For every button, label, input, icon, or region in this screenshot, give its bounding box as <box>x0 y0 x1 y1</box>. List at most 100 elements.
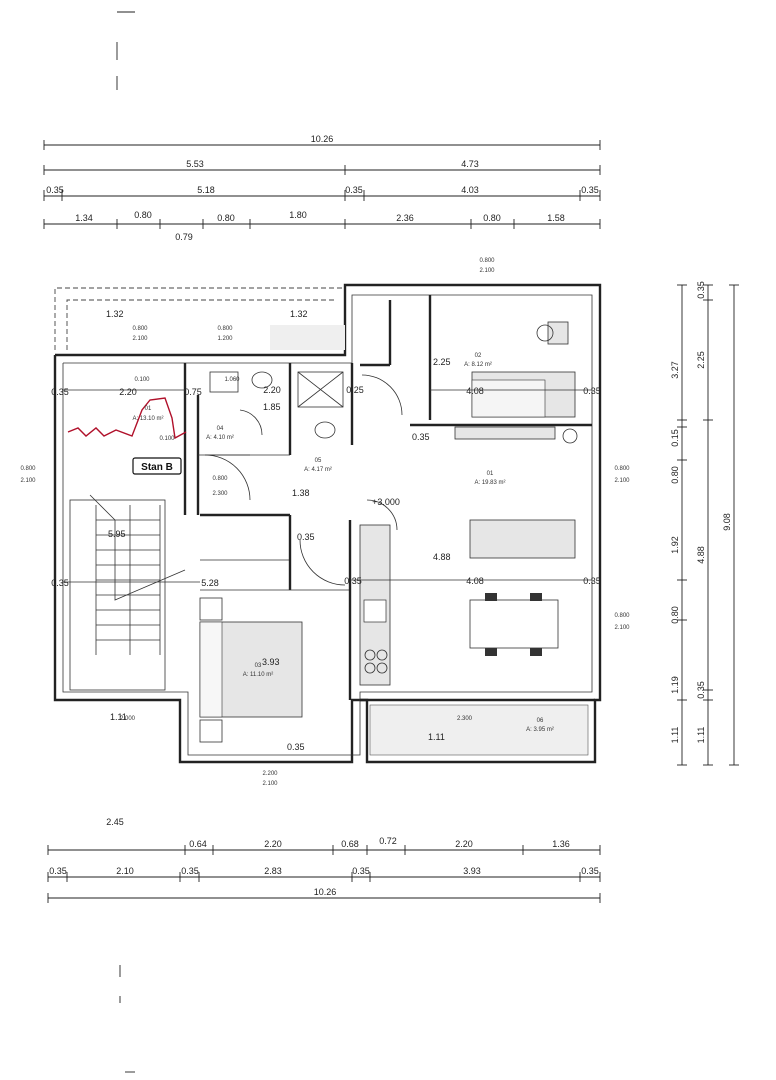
svg-text:1.32: 1.32 <box>290 309 308 319</box>
svg-text:1.11: 1.11 <box>670 727 680 744</box>
svg-text:4.88: 4.88 <box>696 546 706 564</box>
room-code: 04 <box>217 426 224 432</box>
right-dimension-chains: 3.27 0.15 0.80 1.92 0.80 1.19 1.11 0.35 … <box>670 281 739 766</box>
svg-text:3.93: 3.93 <box>262 657 280 667</box>
svg-text:0.79: 0.79 <box>175 232 193 242</box>
svg-text:1.80: 1.80 <box>289 210 307 220</box>
top-dimension-chains: 10.26 5.53 4.73 0.35 5.18 0.35 4.03 0.35… <box>43 134 601 242</box>
svg-text:1.58: 1.58 <box>547 213 565 223</box>
svg-text:1.34: 1.34 <box>75 213 93 223</box>
svg-text:5.28: 5.28 <box>201 578 219 588</box>
svg-text:1.11: 1.11 <box>110 712 127 722</box>
svg-text:2.100: 2.100 <box>262 781 278 787</box>
svg-text:2.100: 2.100 <box>132 336 148 342</box>
svg-text:4.08: 4.08 <box>466 576 484 586</box>
svg-text:0.800: 0.800 <box>614 466 630 472</box>
floor-level: +3.000 <box>372 497 400 507</box>
inner-dimensions: 2.20 0.35 0.75 2.20 0.25 4.08 0.35 4.08 … <box>51 309 601 752</box>
svg-text:0.80: 0.80 <box>670 466 680 484</box>
room-area: A: 8.12 m² <box>464 362 492 368</box>
building-walls <box>53 283 602 764</box>
svg-text:0.35: 0.35 <box>51 387 69 397</box>
bottom-dimension-chains: 2.45 0.64 2.20 0.68 0.72 2.20 1.36 0.35 … <box>47 817 601 903</box>
svg-text:2.100: 2.100 <box>614 625 630 631</box>
room-code: 05 <box>315 458 322 464</box>
room-area: A: 4.10 m² <box>206 435 234 441</box>
svg-text:3.93: 3.93 <box>463 866 481 876</box>
dining-table <box>469 599 559 649</box>
room-code: 03 <box>255 663 262 669</box>
svg-text:2.300: 2.300 <box>212 491 228 497</box>
svg-text:0.800: 0.800 <box>20 466 36 472</box>
svg-text:0.80: 0.80 <box>483 213 501 223</box>
svg-text:0.35: 0.35 <box>412 432 430 442</box>
svg-text:2.100: 2.100 <box>479 268 495 274</box>
svg-text:4.08: 4.08 <box>466 386 484 396</box>
svg-text:5.95: 5.95 <box>108 529 126 539</box>
room-code: 06 <box>537 718 544 724</box>
svg-text:0.35: 0.35 <box>181 866 199 876</box>
apartment-label-box <box>132 457 182 475</box>
svg-text:5.18: 5.18 <box>197 185 215 195</box>
svg-text:4.03: 4.03 <box>461 185 479 195</box>
svg-text:0.25: 0.25 <box>346 385 364 395</box>
room-code: 01 <box>487 471 494 477</box>
toilet-small <box>251 371 273 389</box>
svg-text:0.68: 0.68 <box>341 839 359 849</box>
room-area: A: 3.95 m² <box>526 727 554 733</box>
svg-text:0.35: 0.35 <box>583 386 601 396</box>
svg-text:4.88: 4.88 <box>433 552 451 562</box>
svg-text:0.35: 0.35 <box>583 576 601 586</box>
svg-text:0.35: 0.35 <box>46 185 64 195</box>
svg-text:2.100: 2.100 <box>20 478 36 484</box>
svg-text:2.45: 2.45 <box>106 817 124 827</box>
room-code: 02 <box>475 353 482 359</box>
svg-text:0.100: 0.100 <box>159 436 175 442</box>
red-annotation <box>67 397 187 440</box>
svg-text:0.35: 0.35 <box>51 578 69 588</box>
room-area: A: 11.10 m² <box>243 672 274 678</box>
svg-text:0.35: 0.35 <box>287 742 305 752</box>
svg-text:2.36: 2.36 <box>396 213 414 223</box>
svg-text:0.100: 0.100 <box>134 377 150 383</box>
room-area: A: 13.10 m² <box>132 416 163 422</box>
svg-text:0.800: 0.800 <box>212 476 228 482</box>
svg-text:0.35: 0.35 <box>297 532 315 542</box>
furniture <box>199 321 589 756</box>
svg-text:0.80: 0.80 <box>217 213 235 223</box>
sofa <box>469 519 576 559</box>
toilet <box>314 421 336 439</box>
svg-text:3.27: 3.27 <box>670 361 680 379</box>
svg-text:1.32: 1.32 <box>106 309 124 319</box>
svg-text:1.11: 1.11 <box>428 732 445 742</box>
svg-text:2.25: 2.25 <box>696 351 706 369</box>
svg-text:2.100: 2.100 <box>614 478 630 484</box>
room-labels: 01 A: 13.10 m² 02 A: 8.12 m² 01 A: 19.83… <box>132 353 553 733</box>
svg-text:2.200: 2.200 <box>262 771 278 777</box>
svg-text:0.35: 0.35 <box>696 281 706 299</box>
dim-top-total: 10.26 <box>311 134 334 144</box>
svg-text:2.25: 2.25 <box>433 357 451 367</box>
dim-bottom-total: 10.26 <box>314 887 337 897</box>
svg-text:0.64: 0.64 <box>189 839 207 849</box>
svg-text:1.92: 1.92 <box>670 536 680 554</box>
svg-text:2.10: 2.10 <box>116 866 134 876</box>
room-code: 01 <box>145 406 152 412</box>
openings: 0.800 2.100 0.800 2.100 0.800 2.100 0.80… <box>20 258 630 787</box>
svg-text:9.08: 9.08 <box>722 513 732 531</box>
svg-text:2.20: 2.20 <box>263 385 281 395</box>
door-swings <box>204 374 403 586</box>
svg-text:0.80: 0.80 <box>670 606 680 624</box>
svg-text:0.35: 0.35 <box>696 681 706 699</box>
svg-text:1.11: 1.11 <box>696 727 706 744</box>
svg-text:0.35: 0.35 <box>345 185 363 195</box>
svg-text:1.060: 1.060 <box>224 377 240 383</box>
svg-text:1.85: 1.85 <box>263 402 281 412</box>
balcony <box>369 704 589 756</box>
svg-text:0.800: 0.800 <box>479 258 495 264</box>
svg-text:2.20: 2.20 <box>264 839 282 849</box>
svg-text:0.35: 0.35 <box>581 185 599 195</box>
svg-text:0.15: 0.15 <box>670 429 680 447</box>
svg-text:2.20: 2.20 <box>119 387 137 397</box>
